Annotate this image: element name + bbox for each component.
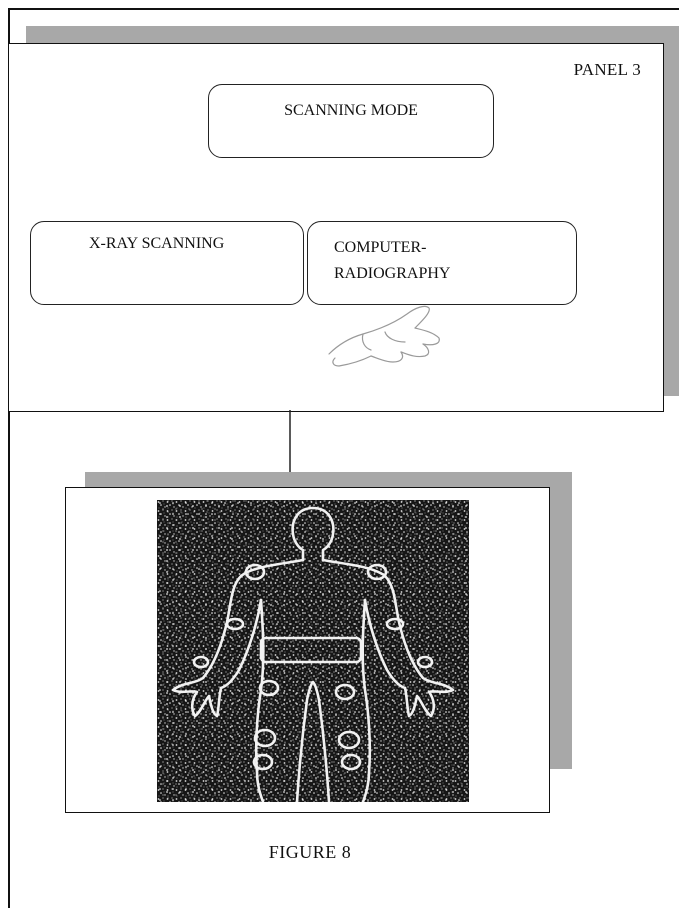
xray-image [157,500,469,802]
panel-label: PANEL 3 [574,60,641,80]
computer-radiography-label-line2: RADIOGRAPHY [334,261,576,287]
scanning-mode-button[interactable]: SCANNING MODE [208,84,494,158]
computer-radiography-label-line1: COMPUTER- [334,235,576,261]
panel: PANEL 3 SCANNING MODE X-RAY SCANNING COM… [8,43,664,412]
figure-caption: FIGURE 8 [0,842,620,863]
body-scan-image [157,500,469,802]
computer-radiography-button[interactable]: COMPUTER- RADIOGRAPHY [307,221,577,305]
scanning-mode-label: SCANNING MODE [284,102,418,119]
xray-scanning-label: X-RAY SCANNING [89,235,224,252]
xray-scanning-button[interactable]: X-RAY SCANNING [30,221,304,305]
hand-pointer-icon [315,302,455,372]
